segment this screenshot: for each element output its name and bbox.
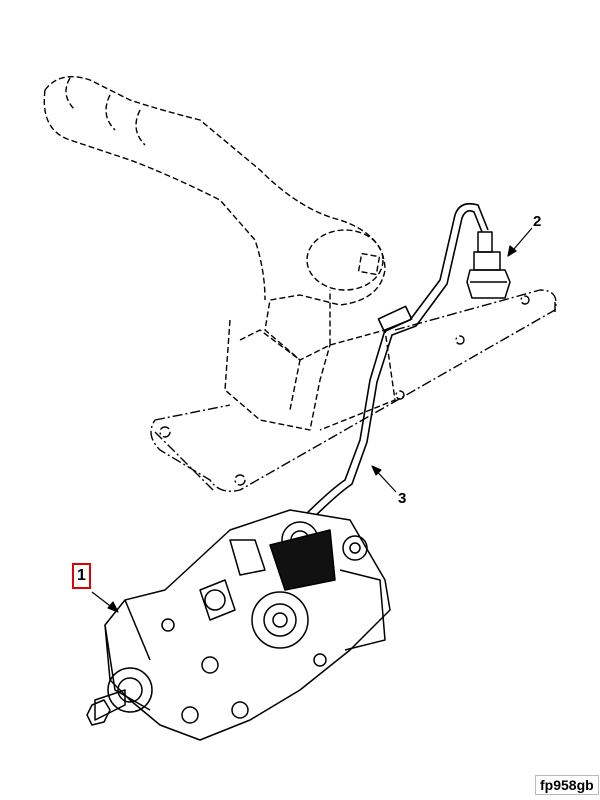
- leader-lines: [91, 227, 533, 613]
- callout-3[interactable]: 3: [398, 490, 407, 507]
- figure-id-label: fp958gb: [535, 775, 599, 795]
- mounting-plate: [150, 289, 557, 493]
- fuel-injection-pump: [86, 509, 391, 741]
- fuel-line: [299, 202, 489, 526]
- pressure-sensor: [466, 231, 511, 299]
- callout-2[interactable]: 2: [533, 213, 542, 230]
- callout-1[interactable]: 1: [72, 563, 91, 589]
- air-intake-elbow: [43, 76, 396, 431]
